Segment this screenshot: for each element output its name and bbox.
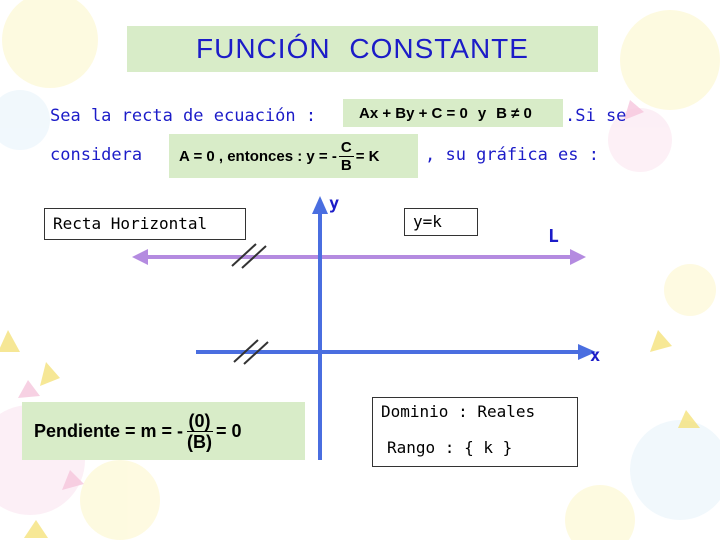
pendiente-frac-num: (0) bbox=[187, 412, 213, 432]
y-axis-arrow bbox=[312, 196, 328, 214]
pendiente-formula: Pendiente = m = - (0) (B) = 0 bbox=[22, 402, 305, 460]
rango-text: Rango : { k } bbox=[387, 438, 512, 457]
y-axis-label: y bbox=[329, 194, 339, 214]
dominio-text: Dominio : Reales bbox=[381, 402, 535, 421]
pendiente-frac-den: (B) bbox=[185, 432, 214, 451]
line-equation-box: y=k bbox=[404, 208, 478, 236]
line-L-right-arrow bbox=[570, 249, 586, 265]
line-L-left-arrow bbox=[132, 249, 148, 265]
x-axis-label: x bbox=[590, 346, 600, 366]
pendiente-suffix: = 0 bbox=[216, 421, 242, 442]
dominio-rango-box: Dominio : Reales Rango : { k } bbox=[372, 397, 578, 467]
pendiente-fraction: (0) (B) bbox=[185, 412, 214, 451]
pendiente-prefix: Pendiente = m = - bbox=[34, 421, 183, 442]
line-name-label: L bbox=[548, 226, 559, 247]
